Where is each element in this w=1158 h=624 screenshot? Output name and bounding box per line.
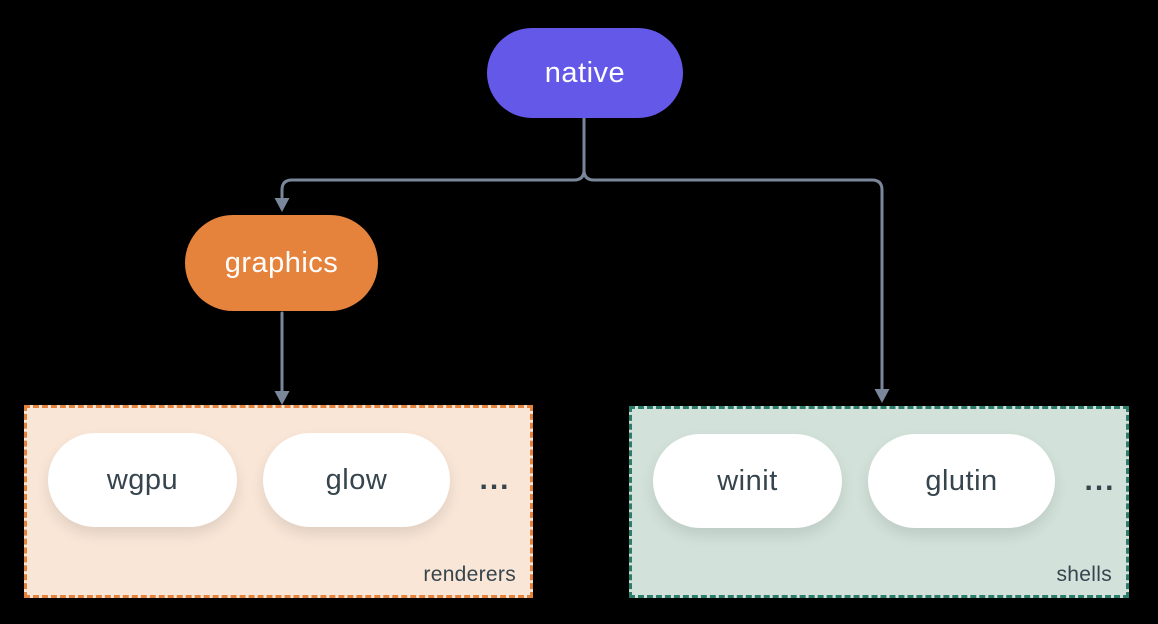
node-native: native [487, 28, 683, 118]
renderers-ellipsis: ... [479, 463, 511, 496]
node-native-label: native [544, 56, 626, 89]
node-glutin-label: glutin [925, 464, 998, 497]
group-renderers: wgpu glow ... renderers [24, 405, 533, 598]
node-glow: glow [263, 433, 450, 527]
group-shells: winit glutin ... shells [629, 406, 1129, 598]
node-wgpu-label: wgpu [106, 463, 179, 496]
group-shells-label: shells [1056, 563, 1112, 586]
node-winit: winit [653, 434, 842, 528]
node-glutin: glutin [868, 434, 1055, 528]
shells-ellipsis: ... [1084, 464, 1116, 497]
node-winit-label: winit [717, 464, 778, 497]
edge-native-shells [582, 116, 884, 391]
node-graphics: graphics [185, 215, 378, 311]
node-graphics-label: graphics [224, 246, 339, 279]
node-wgpu: wgpu [48, 433, 237, 527]
group-renderers-label: renderers [423, 563, 516, 586]
arrowhead-shells-icon [874, 389, 890, 403]
node-glow-label: glow [325, 463, 388, 496]
arrowhead-renderers-icon [274, 391, 290, 405]
edge-native-graphics [280, 116, 586, 199]
arrowhead-graphics-icon [274, 198, 290, 212]
